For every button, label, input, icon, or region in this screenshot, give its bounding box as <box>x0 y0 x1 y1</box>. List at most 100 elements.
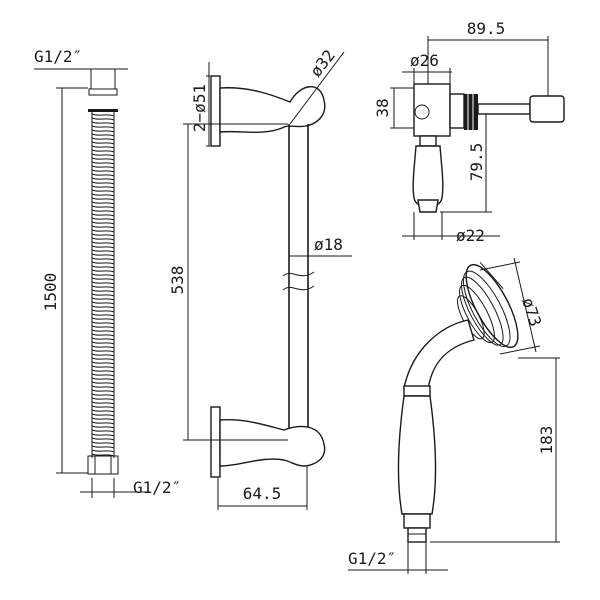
rail-length-label: 538 <box>168 266 187 295</box>
handset-head-dia-label: ø73 <box>518 295 545 328</box>
hose-coil <box>91 305 115 309</box>
hose-coil <box>91 345 115 349</box>
hose-coil <box>91 185 115 189</box>
hose-coil <box>91 317 115 321</box>
hose-coil <box>91 225 115 229</box>
rail-bend-dia-label: ø32 <box>306 46 339 80</box>
rail-bottom-bracket <box>219 418 326 467</box>
hose-coil <box>91 249 115 253</box>
hose-coil <box>91 221 115 225</box>
hose-coil <box>91 237 115 241</box>
hose-coil <box>91 165 115 169</box>
shower-hose: G1/2″ 1500 G1/2″ <box>34 47 181 498</box>
hose-coil <box>91 269 115 273</box>
hose-coil <box>91 233 115 237</box>
valve-body <box>413 83 451 137</box>
handset-connector <box>407 527 427 543</box>
hose-coil <box>91 125 115 129</box>
hose-length-label: 1500 <box>41 273 60 312</box>
hose-coil <box>91 441 115 445</box>
hose-coil <box>91 197 115 201</box>
hose-coil <box>91 349 115 353</box>
hose-coil <box>91 389 115 393</box>
valve-handle-dia-label: ø22 <box>456 226 485 245</box>
hose-coil <box>91 301 115 305</box>
hose-coil <box>91 289 115 293</box>
hose-top-thread-label: G1/2″ <box>34 47 82 66</box>
hose-coil <box>91 205 115 209</box>
hose-coil <box>91 337 115 341</box>
hose-coil <box>91 309 115 313</box>
hose-bottom-nut <box>87 455 119 475</box>
valve-ceramic-handle <box>412 145 444 208</box>
hose-coil <box>91 141 115 145</box>
hose-coil <box>91 369 115 373</box>
hose-coil <box>91 193 115 197</box>
valve-drop-label: 79.5 <box>467 143 486 182</box>
hose-coil <box>91 253 115 257</box>
hose-coil <box>91 293 115 297</box>
hose-coil <box>91 409 115 413</box>
hose-coil <box>91 361 115 365</box>
hose-coil <box>91 321 115 325</box>
hose-coil <box>91 137 115 141</box>
valve-outlet <box>414 104 430 120</box>
hose-coil <box>91 329 115 333</box>
slide-rail: 2−ø51 ø32 ø18 538 64.5 <box>168 46 352 510</box>
hose-coil <box>91 445 115 449</box>
rail-bottom-wall-plate <box>210 406 221 478</box>
hand-shower: ø73 183 G1/2″ <box>348 257 560 574</box>
hose-coil <box>91 261 115 265</box>
valve-threaded-ring <box>464 94 478 130</box>
valve-height-label: 38 <box>373 98 392 117</box>
hose-coil <box>91 153 115 157</box>
hose-coil <box>91 113 115 117</box>
hose-coil <box>91 381 115 385</box>
hose-coil <box>91 421 115 425</box>
hose-coil <box>91 241 115 245</box>
rail-break-top <box>282 271 315 277</box>
hose-coil <box>91 297 115 301</box>
hose-coil <box>91 229 115 233</box>
rail-break-bottom <box>282 285 315 291</box>
valve-body-dia-label: ø26 <box>410 51 439 70</box>
hose-top-band <box>88 109 118 112</box>
hose-coil <box>91 201 115 205</box>
hose-coil <box>91 145 115 149</box>
valve-reach-label: 89.5 <box>467 19 506 38</box>
hose-coil <box>91 245 115 249</box>
hose-coil <box>91 209 115 213</box>
hose-coil <box>91 353 115 357</box>
handset-thread-label: G1/2″ <box>348 549 396 568</box>
hose-coil <box>91 425 115 429</box>
handset-length-label: 183 <box>537 426 556 455</box>
rail-projection-label: 64.5 <box>243 484 282 503</box>
hose-coil <box>91 393 115 397</box>
hose-coil <box>91 453 115 457</box>
hose-coil <box>91 449 115 453</box>
hose-coil <box>91 129 115 133</box>
valve-lever <box>529 95 565 123</box>
hose-coil <box>91 405 115 409</box>
hose-coil <box>91 213 115 217</box>
hose-coil <box>91 217 115 221</box>
hose-coil <box>91 189 115 193</box>
hose-coil <box>91 177 115 181</box>
hose-coil <box>91 413 115 417</box>
hose-coil <box>91 397 115 401</box>
handset-handle <box>397 395 437 515</box>
hose-coil <box>91 281 115 285</box>
hose-coil <box>91 117 115 121</box>
rail-top-bracket <box>219 86 326 134</box>
hose-coil <box>91 277 115 281</box>
handset-neck <box>403 319 475 391</box>
hose-coil <box>91 325 115 329</box>
hose-coil <box>91 161 115 165</box>
handset-head <box>457 262 519 349</box>
hose-coil <box>91 433 115 437</box>
hose-coil <box>91 401 115 405</box>
hose-coil <box>91 429 115 433</box>
hose-coil <box>91 257 115 261</box>
